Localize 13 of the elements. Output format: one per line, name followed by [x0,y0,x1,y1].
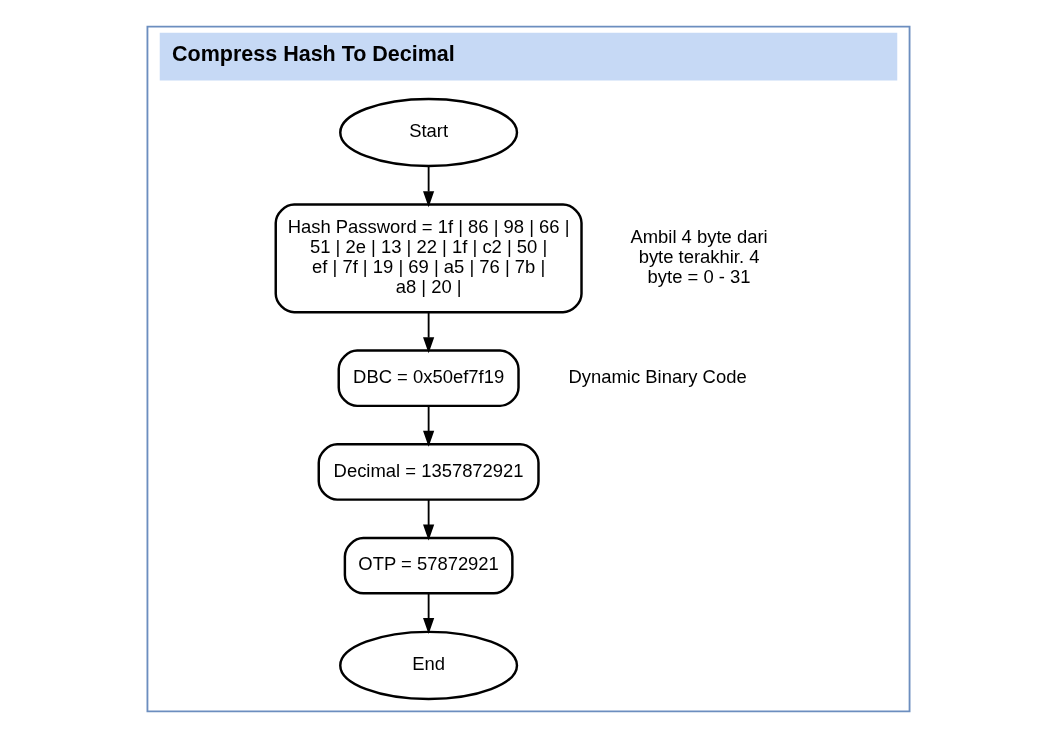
node-ellipse: End [339,630,519,701]
arrow [423,405,435,447]
node-label: Ambil 4 byte dari byte terakhir. 4 byte = 0 - 31 [630,226,768,288]
arrow [423,498,435,541]
node-box: OTP = 57872921 [343,536,514,595]
node-ellipse: Start [339,97,519,168]
arrow [423,311,435,354]
arrow [423,165,435,208]
arrow [423,592,435,635]
node-box: Hash Password = 1f | 86 | 98 | 66 | 51 | 2e | 13 | 22 | 1f | c2 | 50 | ef | 7f | 19 | 69 | a5 | 76 | 7b | a8 | 20 | [274,203,583,314]
node-box: Decimal = 1357872921 [317,443,540,501]
node-label: Dynamic Binary Code [568,365,747,387]
node-box: DBC = 0x50ef7f19 [337,349,520,408]
